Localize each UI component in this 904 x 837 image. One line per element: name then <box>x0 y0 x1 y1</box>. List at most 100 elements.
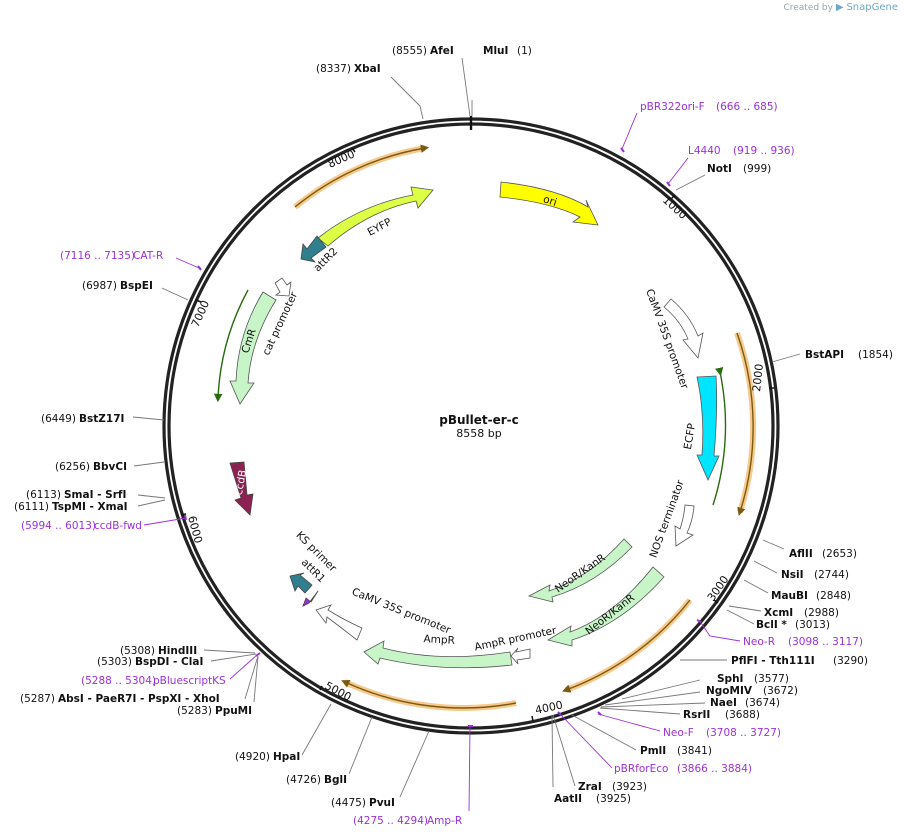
primer-range-ccdb-fwd: (5994 .. 6013) <box>21 520 96 532</box>
leader-xmai <box>137 499 166 507</box>
site-pos-bstz17i: (6449) <box>41 413 76 425</box>
leader-pmli <box>571 714 637 751</box>
feature-label-eyfp: EYFP <box>366 216 394 239</box>
orf-arc-3 <box>564 598 693 693</box>
primer-range-pbluescriptks: (5288 .. 5304) <box>81 675 156 687</box>
leader-rsrii <box>599 707 681 715</box>
feature-attr1 <box>289 572 313 594</box>
leader-aflii <box>762 539 785 550</box>
feature-label-ori: ori <box>542 193 559 209</box>
feature-label-neor-2: NeoR/KanR <box>583 592 637 638</box>
site-labels: MluI (1) AfeI (8555) XbaI (8337) NotI (9… <box>14 45 893 809</box>
site-pos-ppumi: (5283) <box>177 705 212 717</box>
primer-mark-ccdb-fwd <box>184 514 187 521</box>
site-name-nsii: NsiI <box>781 569 804 581</box>
orf-arc-green-2 <box>213 289 249 403</box>
tick-mark-4000 <box>531 715 534 722</box>
primer-name-cat-r: CAT-R <box>133 250 163 262</box>
feature-label-ampr-promoter: AmpR promoter <box>473 624 558 653</box>
leader-bspei <box>161 287 189 301</box>
feature-cat-promoter <box>274 277 292 297</box>
feature-label-ecfp: ECFP <box>682 422 698 450</box>
leader-xcmi <box>728 605 762 612</box>
feature-label-nos: NOS terminator <box>648 478 688 560</box>
site-pos-pflfi: (3290) <box>833 655 868 667</box>
feature-ccdb <box>229 461 254 516</box>
leader-bstapi <box>771 353 801 363</box>
feature-camv35s-promoter-1 <box>663 298 704 359</box>
primer-mark-cat-r <box>197 265 202 271</box>
site-name-bspei: BspEI <box>120 280 153 292</box>
site-name-clai: BspDI - ClaI <box>135 656 203 668</box>
snapgene-brand-text: SnapGene <box>846 2 898 13</box>
site-name-maubi: MauBI <box>771 590 808 602</box>
primer-name-neo-r: Neo-R <box>743 636 775 648</box>
site-name-aatii: AatII <box>554 793 582 805</box>
orf-arc-1-strand <box>294 144 430 208</box>
primer-name-l4440: L4440 <box>688 145 721 157</box>
feature-cmr <box>229 291 277 405</box>
feature-attr2 <box>300 235 327 263</box>
site-pos-bgli: (4726) <box>286 774 321 786</box>
site-name-pflfi: PflFI - Tth111I <box>731 655 815 667</box>
feature-camv35s-promoter-2 <box>315 604 363 641</box>
leader-bbvci <box>133 461 165 467</box>
leader-bgli <box>348 716 373 775</box>
tick-1000: 1000 <box>660 194 690 222</box>
site-name-xmai: TspMI - XmaI <box>52 501 128 513</box>
leader-bstz17i <box>132 416 165 421</box>
feature-label-ampr: AmpR <box>423 633 455 647</box>
feature-neor-kanr-2 <box>546 566 665 647</box>
leader-pvui <box>399 730 430 798</box>
leader-hindiii <box>203 649 256 654</box>
leader-pbrforeco <box>559 713 613 769</box>
orf-arcs <box>213 144 757 711</box>
leader-sphi <box>621 679 701 700</box>
site-name-bbvci: BbvCI <box>93 461 127 473</box>
site-name-naei: NaeI <box>710 697 737 709</box>
primer-range-cat-r: (7116 .. 7135) <box>60 250 135 262</box>
primer-range-neo-r: (3098 .. 3117) <box>788 636 863 648</box>
site-name-xcmi: XcmI <box>764 607 793 619</box>
feature-ampr <box>363 640 513 669</box>
leader-neo-r <box>698 619 741 642</box>
site-pos-bbvci: (6256) <box>55 461 90 473</box>
leader-lines <box>132 57 801 812</box>
leader-srfi <box>137 494 166 499</box>
primer-range-neo-f: (3708 .. 3727) <box>706 727 781 739</box>
tick-mark-3000 <box>713 599 719 604</box>
tick-7000: 7000 <box>189 298 212 329</box>
site-name-xbai: XbaI <box>354 63 381 75</box>
feature-label-camv35s-2: CaMV 35S promoter <box>350 586 453 637</box>
site-pos-aflii: (2653) <box>822 548 857 560</box>
feature-label-camv35s-1: CaMV 35S promoter <box>643 287 691 391</box>
site-name-zrai: ZraI <box>578 781 602 793</box>
site-pos-xbai: (8337) <box>316 63 351 75</box>
site-pos-maubi: (2848) <box>816 590 851 602</box>
site-name-hpai: HpaI <box>273 751 300 763</box>
primer-range-l4440: (919 .. 936) <box>733 145 795 157</box>
leader-clai <box>210 653 257 662</box>
site-pos-naei: (3674) <box>745 697 780 709</box>
plasmid-name: pBullet-er-c <box>439 413 519 427</box>
site-name-sphi: SphI <box>717 673 743 685</box>
feature-ks-primer <box>302 590 319 607</box>
site-pos-rsrii: (3688) <box>725 709 760 721</box>
primer-name-amp-r: Amp-R <box>427 815 462 827</box>
leader-zrai <box>552 714 576 787</box>
site-pos-ngomiv: (3672) <box>763 685 798 697</box>
site-name-bcli: BclI * <box>756 619 787 631</box>
site-name-bgli: BglI <box>324 774 347 786</box>
site-pos-xcmi: (2988) <box>804 607 839 619</box>
leader-pbr322ori-f <box>621 112 638 150</box>
leader-cat-r <box>175 257 200 269</box>
leader-nsii <box>753 560 778 574</box>
site-pos-xmai: (6111) <box>14 501 49 513</box>
tick-mark-7000 <box>195 299 202 303</box>
site-name-bstapi: BstAPI <box>805 349 844 361</box>
site-name-mlui: MluI <box>483 45 508 57</box>
site-pos-noti: (999) <box>743 163 771 175</box>
site-pos-bspei: (6987) <box>82 280 117 292</box>
leader-xhoi <box>244 655 259 700</box>
